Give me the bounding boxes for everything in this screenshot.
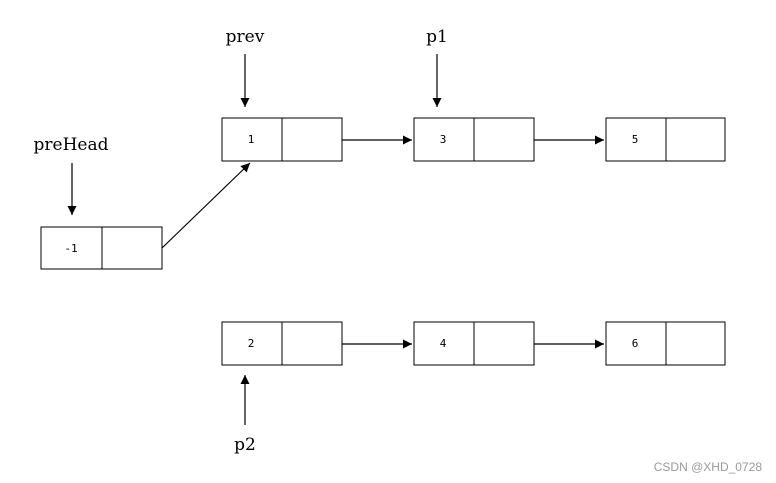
node-2-value: 2 bbox=[248, 337, 255, 350]
pointer-label-prev: prev bbox=[226, 27, 265, 47]
pointer-label-prehead: preHead bbox=[34, 135, 109, 155]
node-5: 5 bbox=[605, 117, 726, 162]
node-3-next-cell bbox=[473, 117, 535, 162]
node-4-next-cell bbox=[473, 321, 535, 366]
node-6-value: 6 bbox=[632, 337, 639, 350]
node-2-next-cell bbox=[281, 321, 343, 366]
link-arrow-minus1-to-1 bbox=[161, 162, 251, 249]
node-6: 6 bbox=[605, 321, 726, 366]
node-5-value: 5 bbox=[632, 133, 639, 146]
node-1-value-cell bbox=[221, 117, 283, 162]
node-5-next-cell bbox=[665, 117, 726, 162]
pointer-label-p1: p1 bbox=[426, 27, 448, 47]
node-4: 4 bbox=[413, 321, 535, 366]
node-minus-1-value-cell bbox=[40, 226, 103, 270]
node-3: 3 bbox=[413, 117, 535, 162]
node-1-value: 1 bbox=[248, 133, 255, 146]
pointer-label-p2: p2 bbox=[234, 435, 256, 455]
node-1-next-cell bbox=[281, 117, 343, 162]
node-4-value-cell bbox=[413, 321, 475, 366]
node-minus-1-next-cell bbox=[101, 226, 163, 270]
node-minus-1: -1 bbox=[40, 226, 163, 270]
node-5-value-cell bbox=[605, 117, 667, 162]
node-6-next-cell bbox=[665, 321, 726, 366]
node-3-value: 3 bbox=[440, 133, 447, 146]
node-2: 2 bbox=[221, 321, 343, 366]
node-minus-1-value: -1 bbox=[64, 242, 77, 255]
node-1: 1 bbox=[221, 117, 343, 162]
watermark: CSDN @XHD_0728 bbox=[654, 460, 763, 474]
node-4-value: 4 bbox=[440, 337, 447, 350]
node-3-value-cell bbox=[413, 117, 475, 162]
